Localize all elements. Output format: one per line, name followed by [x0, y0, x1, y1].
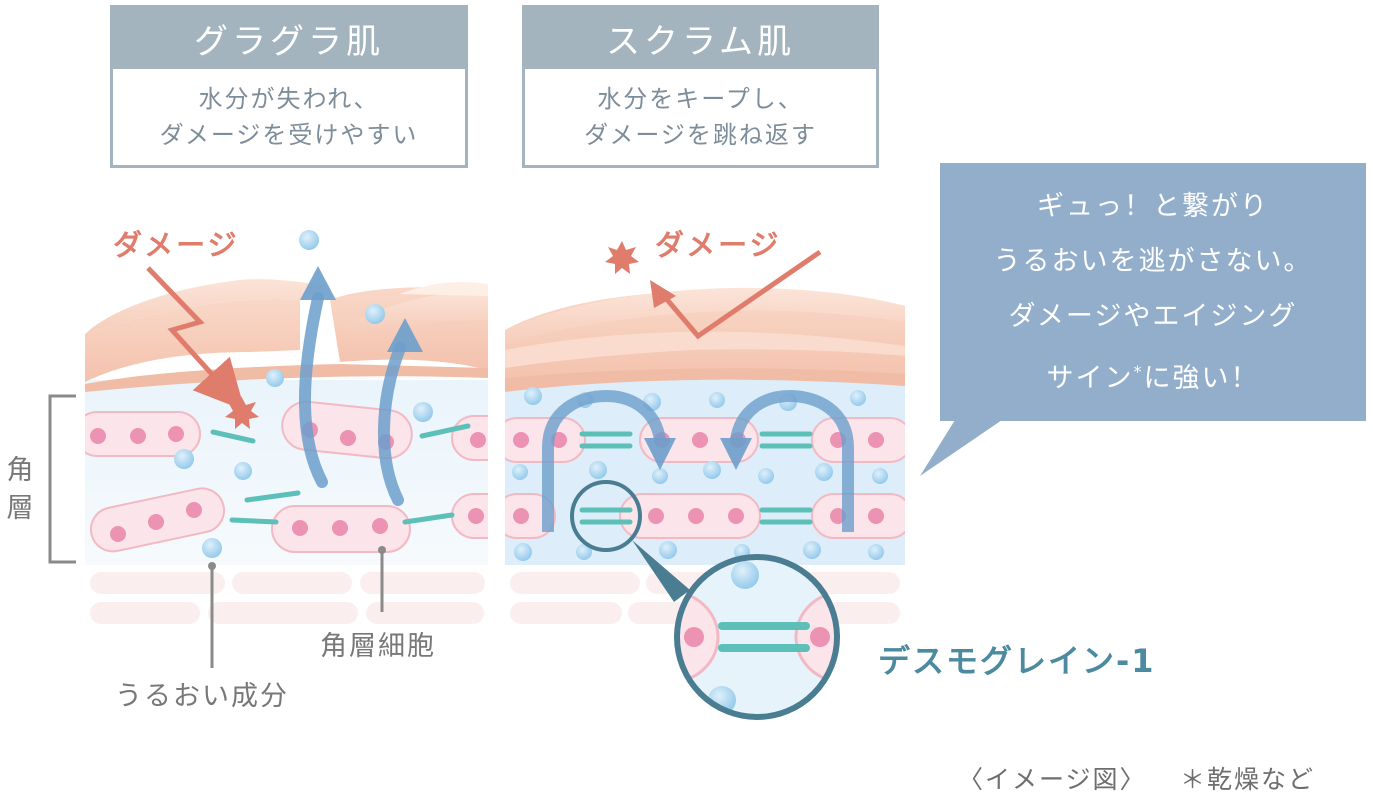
right-description-line1: 水分をキープし、: [597, 85, 804, 113]
right-header-title: スクラム肌: [525, 8, 876, 69]
callout-line4-main: サイン: [1046, 362, 1134, 394]
right-header-box: スクラム肌 水分をキープし、 ダメージを跳ね返す: [522, 5, 879, 168]
footnote: ＊乾燥など: [1180, 765, 1316, 794]
moisture-label: うるおい成分: [115, 681, 289, 712]
kakuso-char-1: 角: [6, 455, 34, 486]
desmoglein-label: デスモグレイン-1: [878, 642, 1156, 680]
left-damage-arrow: [146, 266, 245, 411]
left-header-title: グラグラ肌: [113, 8, 465, 69]
corneocyte-label: 角層細胞: [320, 631, 436, 662]
callout-bubble: ギュっ！と繋がり うるおいを逃がさない。 ダメージやエイジング サイン*に強い！: [940, 163, 1366, 421]
right-damage-arrow: [662, 249, 822, 340]
left-moisture-droplets: [174, 230, 433, 558]
left-header-box: グラグラ肌 水分が失われ、 ダメージを受けやすい: [110, 5, 468, 168]
kakuso-char-2: 層: [6, 493, 34, 524]
right-description-line2: ダメージを跳ね返す: [584, 121, 817, 149]
right-retain-arrows: [542, 389, 854, 532]
callout-line4: サイン*に強い！: [1046, 344, 1259, 406]
callout-line1: ギュっ！と繋がり: [1037, 190, 1269, 222]
left-damage-label: ダメージ: [113, 228, 240, 262]
left-escape-arrows: [299, 292, 406, 506]
kakuso-bracket: [48, 394, 76, 564]
left-damage-burst: [225, 396, 259, 429]
left-description-line1: 水分が失われ、: [198, 85, 380, 113]
desmoglein-zoom: [677, 557, 837, 717]
image-note: 〈イメージ図〉: [958, 765, 1147, 794]
right-damage-label: ダメージ: [655, 228, 782, 262]
right-damage-burst: [605, 241, 639, 274]
left-skin-block: [85, 279, 488, 640]
callout-line2: うるおいを逃がさない。: [993, 245, 1313, 277]
callout-line4-tail: に強い！: [1143, 362, 1260, 394]
footnote-mark: *: [1133, 361, 1144, 381]
left-description-line2: ダメージを受けやすい: [159, 121, 419, 149]
callout-line3: ダメージやエイジング: [1008, 300, 1298, 332]
right-header-description: 水分をキープし、 ダメージを跳ね返す: [525, 69, 876, 165]
callout-tail: [920, 420, 1002, 476]
left-header-description: 水分が失われ、 ダメージを受けやすい: [113, 69, 465, 165]
kakuso-label: 角 層: [4, 452, 36, 528]
